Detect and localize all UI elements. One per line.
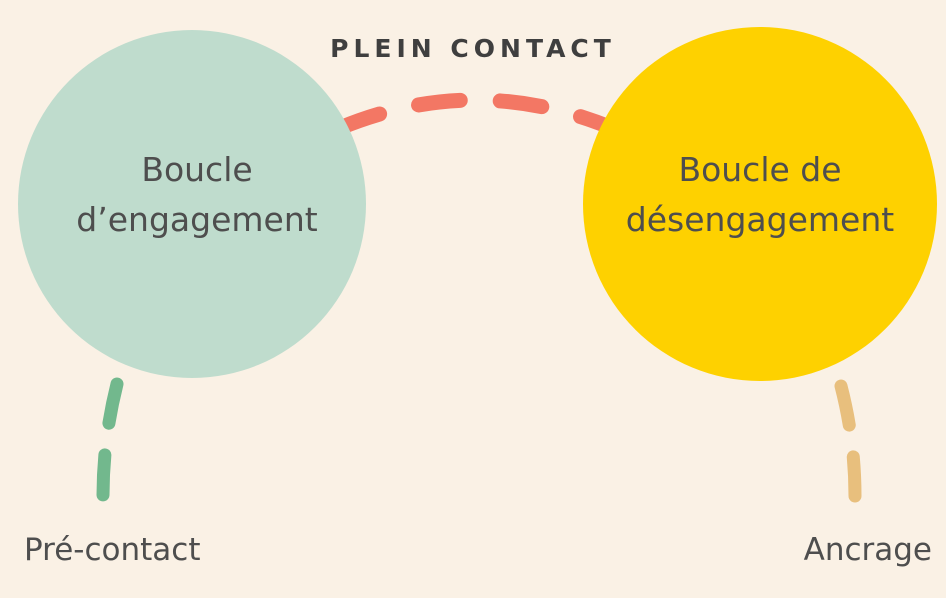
disengagement-loop-label: Boucle de désengagement <box>585 145 935 245</box>
disengagement-loop-line1: Boucle de <box>678 150 842 189</box>
plein-contact-arc <box>332 92 620 136</box>
engagement-loop-label: Boucle d’engagement <box>20 145 374 245</box>
anchoring-label: Ancrage <box>803 532 932 568</box>
disengagement-loop-line2: désengagement <box>625 200 895 239</box>
plein-contact-label: PLEIN CONTACT <box>330 34 616 63</box>
engagement-loop-line1: Boucle <box>141 150 253 189</box>
disengagement-loop-circle <box>583 27 937 381</box>
pre-contact-connector <box>96 377 124 503</box>
engagement-loop-line2: d’engagement <box>76 200 318 239</box>
anchoring-connector <box>834 379 862 503</box>
pre-contact-label: Pré-contact <box>24 532 201 568</box>
engagement-loop-circle <box>18 30 366 378</box>
